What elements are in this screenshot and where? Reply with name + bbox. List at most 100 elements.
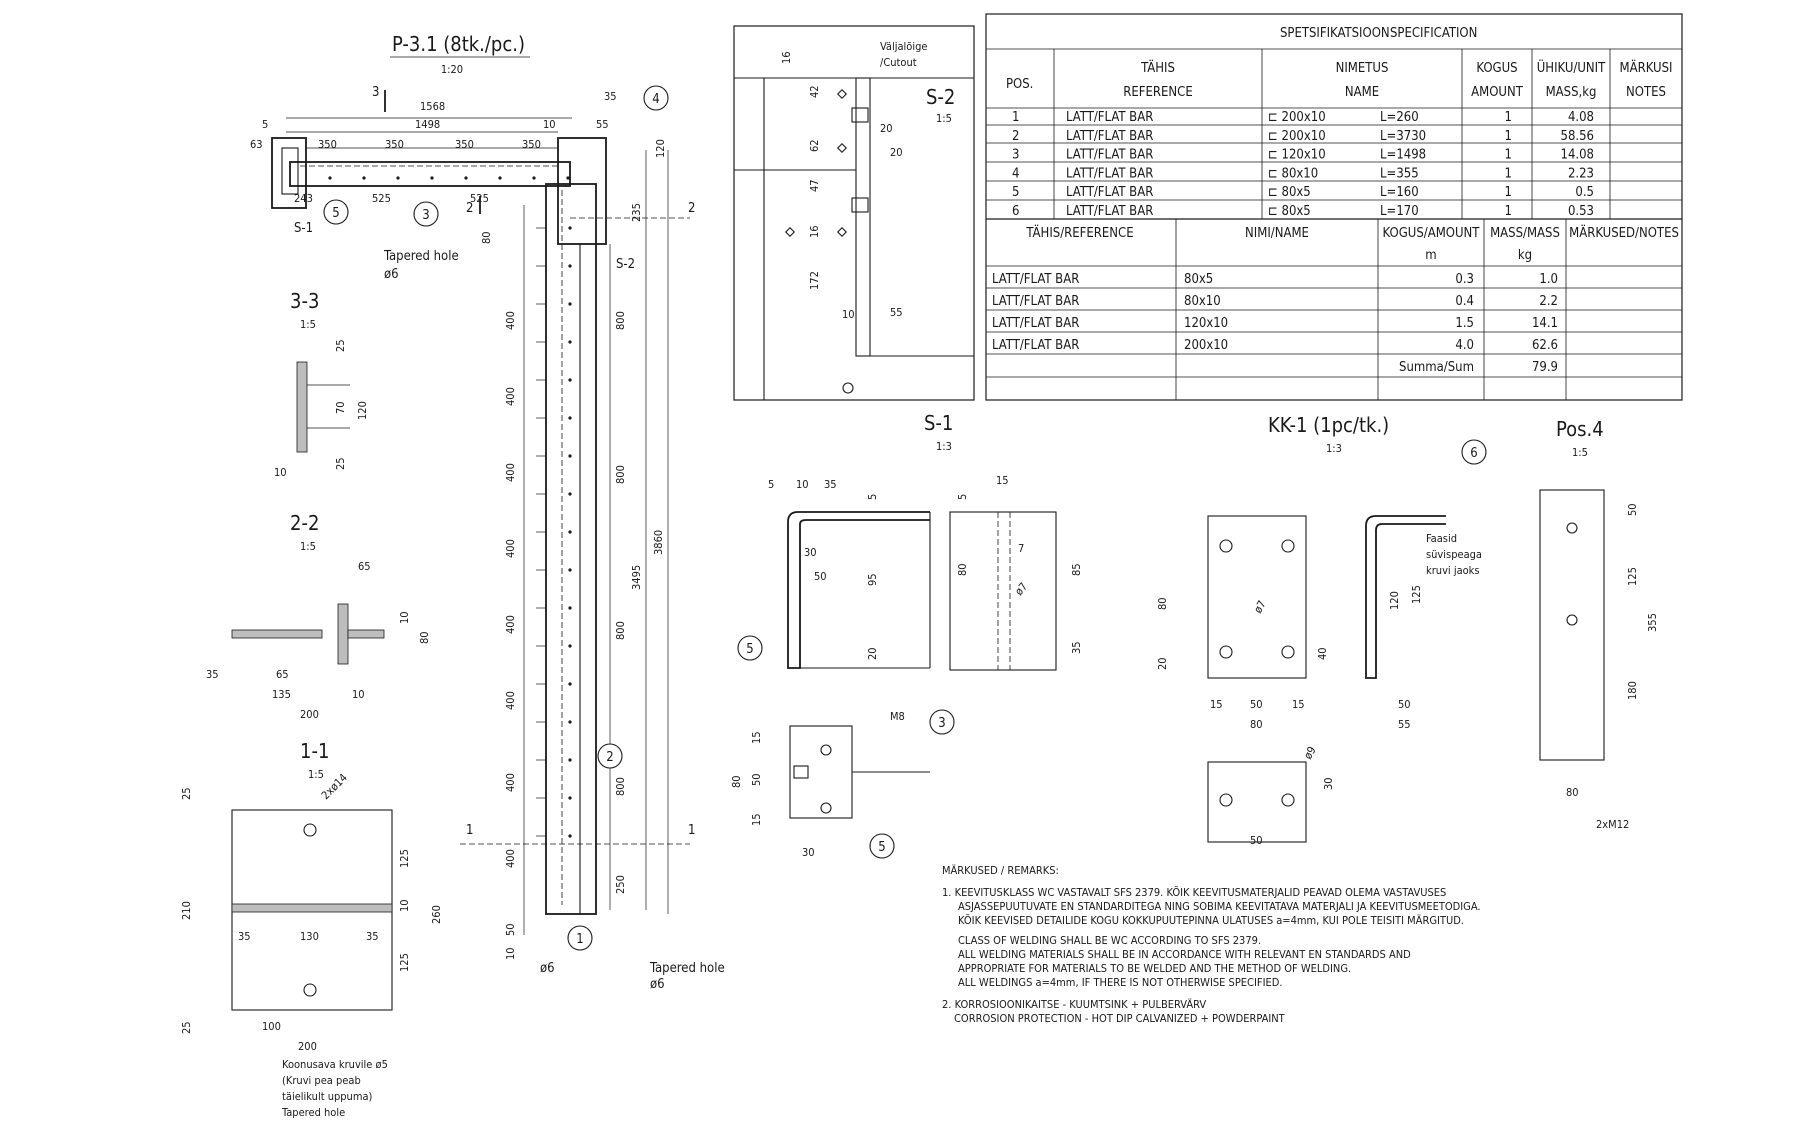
s2-dim-42: 42	[808, 85, 821, 98]
summary-cell-name: 80x10	[1184, 294, 1221, 309]
header2-mass-unit: kg	[1518, 248, 1532, 263]
header-name-et: NIMETUS	[1336, 61, 1389, 76]
s2-dim-16b: 16	[808, 225, 821, 238]
summary-cell-ref: LATT/FLAT BAR	[992, 316, 1079, 331]
dim-400-2: 400	[504, 387, 517, 406]
header-pos: POS.	[1006, 77, 1033, 92]
spec-cell-pos: 4	[1012, 166, 1019, 181]
summary-cell-amount: 0.4	[1455, 294, 1474, 309]
end-plate-left	[271, 137, 307, 209]
m12-label: 2xM12	[1596, 818, 1629, 831]
view-scale-pos4: 1:5	[1572, 446, 1588, 459]
sec22-bar	[231, 629, 323, 639]
column-hole	[568, 226, 572, 230]
s1-dim-5a: 5	[768, 478, 774, 491]
column-hole	[568, 568, 572, 572]
column-hole	[568, 606, 572, 610]
summary-cell-amount: 0.3	[1455, 272, 1474, 287]
view-pos4: Pos.4 1:5 50 125 355 180 80 2xM12	[1539, 417, 1659, 831]
sec11-dim-125b: 125	[398, 953, 411, 972]
sec11-dim-260: 260	[430, 905, 443, 924]
s1-dim-7: 7	[1018, 542, 1024, 555]
item-balloon	[413, 201, 439, 227]
kk1-dim-55: 55	[1398, 718, 1411, 731]
view-kk1: KK-1 (1pc/tk.) 1:3 80 20 40 ø7 15 50 15 …	[1156, 413, 1482, 847]
header-unitmass-en: MASS,kg	[1546, 85, 1597, 100]
view-title-s2: S-2	[926, 85, 955, 109]
sec22-dim-10a: 10	[398, 611, 411, 624]
dim-350b: 350	[385, 138, 404, 151]
kk1-dim-80a: 80	[1156, 597, 1169, 610]
item-balloon	[597, 743, 623, 769]
spec-cell-ref: LATT/FLAT BAR	[1066, 129, 1153, 144]
spec-cell-ref: LATT/FLAT BAR	[1066, 148, 1153, 163]
section-marker-2: 2	[466, 201, 473, 216]
s2-reference: S-2	[616, 257, 635, 272]
sec22-dim-200: 200	[300, 708, 319, 721]
view-title-s1: S-1	[924, 411, 953, 435]
spec-cell-name: ⊏ 120x10	[1268, 148, 1326, 163]
s1-dim-50a: 50	[814, 570, 827, 583]
dim-243: 243	[294, 192, 313, 205]
kk1-dim-15b: 15	[1292, 698, 1305, 711]
kk1-dim-40: 40	[1316, 647, 1329, 660]
spec-cell-len: L=160	[1380, 185, 1419, 200]
item-balloon-label: 2	[606, 750, 613, 765]
spec-cell-ref: LATT/FLAT BAR	[1066, 185, 1153, 200]
s1-front-view	[949, 511, 1057, 671]
spec-cell-qty: 1	[1505, 185, 1512, 200]
sec11-hole-bottom	[303, 983, 317, 997]
beam-top-flange	[289, 161, 571, 187]
header-ref-et: TÄHIS	[1140, 60, 1175, 76]
header-notes-et: MÄRKUSI	[1620, 60, 1673, 76]
spec-cell-qty: 1	[1505, 110, 1512, 125]
kk1-bent-bar	[1365, 515, 1446, 679]
column-hole	[568, 302, 572, 306]
beam-hole	[566, 176, 570, 180]
faasid-line-1: Faasid	[1426, 532, 1457, 545]
spec-cell-len: L=1498	[1380, 148, 1426, 163]
spec-cell-name: ⊏ 80x5	[1268, 185, 1311, 200]
sec33-dim-25b: 25	[334, 457, 347, 470]
cutout-label-en: /Cutout	[880, 56, 917, 69]
section-2-2: 2-2 1:5 65 10 80 35 65 135 10 200	[206, 511, 431, 721]
spec-cell-len: L=355	[1380, 166, 1419, 181]
view-p31: P-3.1 (8tk./pc.) 1:20 1568 1498 5 63 350…	[250, 32, 725, 992]
sec22-dim-65b: 65	[276, 668, 289, 681]
summary-cell-name: 120x10	[1184, 316, 1228, 331]
column-hole	[568, 682, 572, 686]
koonusava-line-3: täielikult uppuma)	[282, 1090, 373, 1103]
item-balloon-label: 5	[878, 840, 885, 855]
dim-525a: 525	[372, 192, 391, 205]
view-title-2-2: 2-2	[290, 511, 319, 535]
dim-400-1: 400	[504, 311, 517, 330]
column-hole	[568, 454, 572, 458]
dim-3860: 3860	[652, 530, 665, 555]
dim-800-3: 800	[614, 621, 627, 640]
beam-holes	[328, 176, 570, 180]
remarks-line: 1. KEEVITUSKLASS WC VASTAVALT SFS 2379. …	[942, 886, 1446, 899]
s1-dim-5c: 5	[956, 494, 969, 500]
s1-dim-30a: 30	[804, 546, 817, 559]
spec-cell-ref: LATT/FLAT BAR	[1066, 110, 1153, 125]
kk1-phi9: ø9	[1301, 744, 1318, 761]
header-unitmass-et: ÜHIKU/UNIT	[1537, 59, 1606, 76]
s1-dim-15: 15	[996, 474, 1009, 487]
spec-cell-mass: 0.5	[1575, 185, 1594, 200]
item-balloon-label: 1	[576, 932, 583, 947]
sec22-dim-135: 135	[272, 688, 291, 701]
koonusava-line-1: Koonusava kruvile ø5	[282, 1058, 388, 1071]
sec33-dim-70: 70	[334, 401, 347, 414]
dim-35: 35	[604, 90, 617, 103]
summary-cell-amount: 1.5	[1455, 316, 1474, 331]
s1-dim-20: 20	[866, 647, 879, 660]
remarks-line: ALL WELDING MATERIALS SHALL BE IN ACCORD…	[958, 948, 1411, 961]
dim-400-6: 400	[504, 691, 517, 710]
koonusava-line-2: (Kruvi pea peab	[282, 1074, 361, 1087]
s2-bolt-hole	[842, 382, 854, 394]
item-balloon	[643, 85, 669, 111]
s2-hole-mark	[836, 142, 848, 154]
sec22-dim-10b: 10	[352, 688, 365, 701]
section-marker-1b: 1	[688, 823, 695, 838]
remarks-line: APPROPRIATE FOR MATERIALS TO BE WELDED A…	[958, 962, 1351, 975]
